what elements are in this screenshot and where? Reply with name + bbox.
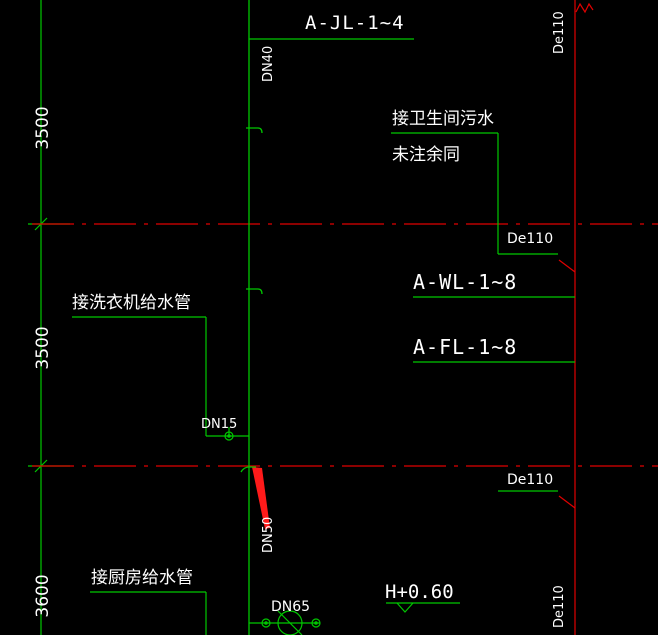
dimension-floor-upper: 3500	[33, 106, 53, 149]
bathroom-note-1: 接卫生间污水	[392, 109, 494, 129]
riser-valve-symbol	[246, 127, 263, 134]
dimension-floor-lower: 3600	[33, 574, 53, 617]
washer-tap-symbol	[224, 431, 234, 441]
kitchen-branch	[90, 591, 321, 635]
elevation-label: H+0.60	[385, 581, 454, 603]
pipe-size-de110-mid2: De110	[507, 472, 553, 488]
pipe-size-de110-top: De110	[552, 11, 567, 54]
riser-label-jl: A-JL-1~4	[305, 12, 405, 34]
drain-riser	[558, 0, 594, 635]
riser-label-wl: A-WL-1~8	[413, 270, 517, 294]
riser-valve-symbol	[246, 288, 263, 295]
dimension-line	[28, 0, 70, 635]
pipe-size-de110-mid1: De110	[507, 231, 553, 247]
elevation-marker	[386, 602, 460, 613]
valve-symbol	[261, 618, 271, 628]
bathroom-branch	[391, 132, 558, 255]
washer-note: 接洗衣机给水管	[72, 293, 191, 313]
riser-label-fl: A-FL-1~8	[413, 335, 517, 359]
floor-axis-lines	[32, 223, 658, 467]
pipe-size-dn65: DN65	[271, 599, 310, 615]
pipe-size-dn15: DN15	[201, 417, 237, 432]
meter-symbol	[277, 610, 303, 635]
pipe-size-de110-bottom: De110	[552, 585, 567, 628]
pipe-size-dn40: DN40	[261, 46, 276, 82]
valve-symbol	[311, 618, 321, 628]
pipe-size-dn50: DN50	[261, 517, 276, 553]
washer-branch	[72, 316, 249, 441]
break-symbol	[575, 2, 594, 14]
riser-leaders	[413, 296, 575, 492]
riser-valve-symbol	[240, 466, 256, 473]
dimension-floor-middle: 3500	[33, 326, 53, 369]
supply-riser	[246, 0, 414, 635]
kitchen-note: 接厨房给水管	[91, 568, 193, 588]
bathroom-note-2: 未注余同	[392, 145, 460, 165]
red-arrow-marker	[252, 467, 270, 529]
